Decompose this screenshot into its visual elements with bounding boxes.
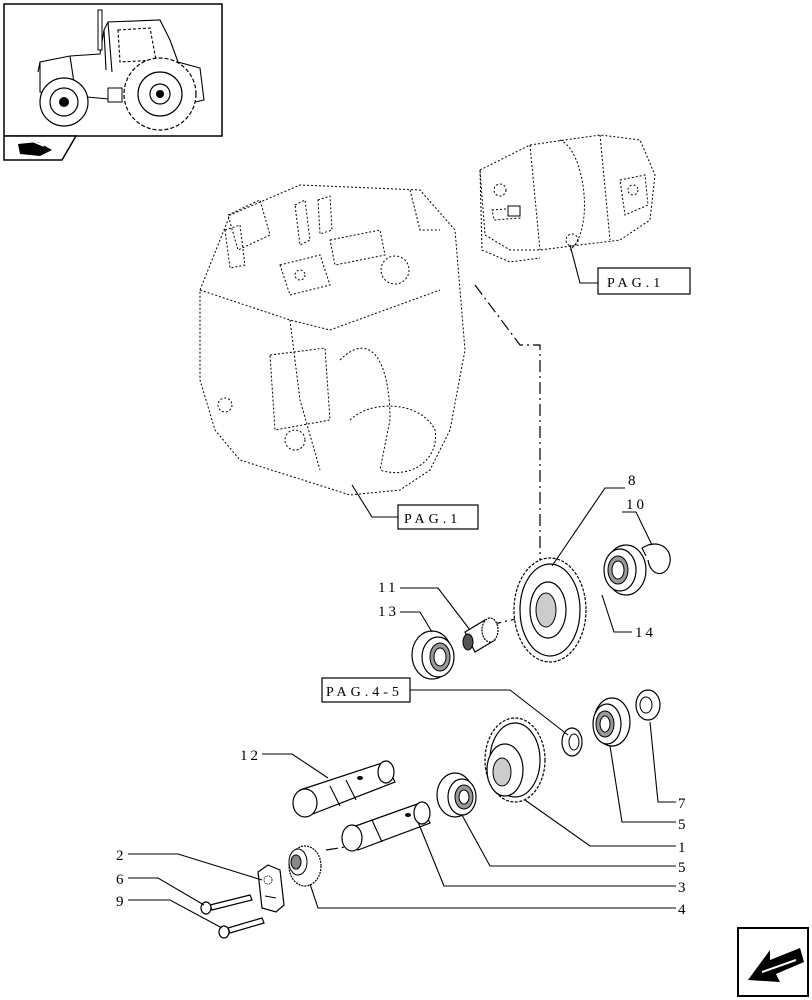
spacer-ring (561, 727, 583, 757)
callout-9: 9 (116, 894, 127, 910)
callout-8: 8 (628, 473, 639, 489)
callout-5-lower: 5 (678, 860, 689, 876)
next-page-arrow-icon[interactable] (737, 927, 809, 997)
svg-text:PAG.4-5: PAG.4-5 (326, 685, 403, 700)
screw-6 (200, 894, 253, 915)
svg-text:PAG.1: PAG.1 (404, 512, 461, 527)
bearing-5-lower (436, 772, 477, 818)
callout-5-upper: 5 (678, 817, 689, 833)
callout-13: 13 (378, 604, 399, 620)
section-wedge-icon (3, 135, 78, 161)
hydraulic-pump-drawing (479, 134, 656, 263)
plate-2 (257, 864, 285, 913)
callout-2: 2 (116, 848, 127, 864)
callout-7: 7 (678, 796, 689, 812)
washer-7 (635, 689, 661, 721)
callout-12: 12 (240, 748, 261, 764)
plug-4 (288, 845, 322, 887)
pag-ref-pump[interactable]: PAG.1 (597, 267, 691, 295)
pinion-11 (462, 617, 499, 653)
bearing-5-upper (592, 697, 631, 747)
gear-1 (484, 717, 546, 803)
bearing-13 (411, 630, 455, 680)
tractor-thumbnail-icon[interactable] (3, 3, 223, 137)
gear-8 (513, 557, 587, 663)
callout-6: 6 (116, 872, 127, 888)
callout-3: 3 (678, 880, 689, 896)
leader-lines (128, 244, 676, 929)
callout-10: 10 (626, 497, 647, 513)
shaft-12 (292, 760, 396, 818)
snap-ring-10 (641, 543, 671, 575)
callout-1: 1 (678, 840, 689, 856)
callout-4: 4 (678, 902, 689, 918)
transmission-housing-drawing (199, 184, 466, 496)
svg-text:PAG.1: PAG.1 (607, 276, 664, 291)
pag-ref-gear[interactable]: PAG.4-5 (321, 677, 411, 703)
screw-9 (218, 917, 265, 939)
pag-ref-housing[interactable]: PAG.1 (397, 504, 479, 530)
callout-14: 14 (635, 625, 656, 641)
shaft-3 (341, 801, 431, 852)
callout-11: 11 (378, 580, 398, 596)
bearing-14 (603, 544, 647, 596)
